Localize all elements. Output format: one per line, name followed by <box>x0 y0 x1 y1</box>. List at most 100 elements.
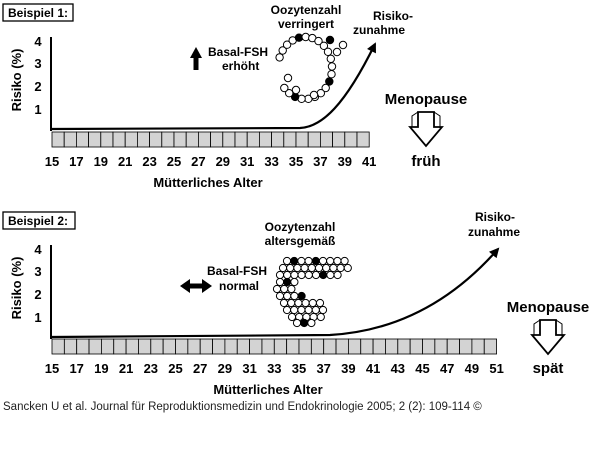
x-tick-label: 21 <box>119 361 133 376</box>
age-bar-cell <box>459 338 473 355</box>
panel-2-oocyte-cluster <box>272 256 352 328</box>
oocyte-filled <box>325 77 334 86</box>
oocyte <box>283 291 292 301</box>
panel-2-risk-label-line2: zunahme <box>468 225 520 239</box>
oocyte <box>297 270 306 280</box>
panel-1-label: Beispiel 1: <box>8 6 68 20</box>
age-bar-cell <box>101 338 115 355</box>
age-bar-cell <box>76 338 90 355</box>
age-bar-cell <box>397 338 411 355</box>
x-tick-label: 35 <box>292 361 306 376</box>
age-bar-cell <box>197 131 211 148</box>
panel-2-risk-label-line1: Risiko- <box>475 210 515 224</box>
panel-2-menopause-timing: spät <box>533 360 564 377</box>
oocyte <box>326 54 335 63</box>
panel-1-y-ticks: 4 3 2 1 <box>34 34 42 117</box>
panel-1-risk-curve <box>50 42 376 131</box>
age-bar-cell <box>356 131 370 148</box>
age-bar-cell <box>175 338 189 355</box>
age-bar-cell <box>88 131 102 148</box>
panel-1-menopause-timing: früh <box>411 153 440 170</box>
age-bar-cell <box>347 338 362 355</box>
age-bar-cell <box>210 131 224 148</box>
oocyte <box>275 270 285 280</box>
oocyte <box>316 312 325 322</box>
x-tick-label: 37 <box>313 154 327 169</box>
oocyte <box>311 270 321 280</box>
panel-2-oocyte-label-line1: Oozytenzahl <box>265 220 336 234</box>
panel-2-label-box <box>2 211 76 230</box>
oocyte <box>343 263 352 273</box>
oocyte <box>291 85 301 95</box>
x-tick-label: 51 <box>489 361 503 376</box>
age-bar-cell <box>246 131 260 148</box>
oocyte <box>307 318 316 328</box>
age-bar-cell <box>446 338 460 355</box>
oocyte <box>318 256 328 266</box>
x-tick-label: 33 <box>264 154 278 169</box>
oocyte-filled <box>325 35 335 45</box>
oocyte <box>340 256 349 266</box>
age-bar-cell <box>76 131 90 148</box>
x-tick-label: 39 <box>338 154 352 169</box>
age-bar-cell <box>286 338 300 355</box>
oocyte <box>332 47 342 57</box>
x-tick-label: 21 <box>118 154 132 169</box>
x-tick-label: 27 <box>193 361 207 376</box>
oocyte <box>282 40 292 49</box>
oocyte <box>309 90 319 100</box>
oocyte <box>290 277 299 287</box>
oocyte <box>304 256 313 266</box>
oocyte <box>311 305 320 315</box>
x-tick-label: 25 <box>167 154 181 169</box>
panel-1-fsh-up-arrow <box>190 47 202 70</box>
oocyte <box>327 70 336 79</box>
panel-2-fsh-double-arrow <box>180 279 212 293</box>
oocyte <box>336 263 345 273</box>
panel-1-fsh-label-line2: erhöht <box>222 59 259 73</box>
age-bar-cell <box>307 131 321 148</box>
panel-2-x-axis-label: Mütterliches Alter <box>213 382 322 397</box>
x-tick-label: 15 <box>45 361 59 376</box>
x-tick-label: 17 <box>69 154 83 169</box>
age-bar-cell <box>273 338 288 355</box>
age-bar-cell <box>422 338 436 355</box>
oocyte <box>283 73 293 83</box>
panel-1-oocyte-label-line1: Oozytenzahl <box>271 3 342 17</box>
age-bar-cell <box>236 338 251 355</box>
panel-1-oocyte-label-line2: verringert <box>278 17 334 31</box>
oocyte <box>280 284 289 294</box>
oocyte <box>283 270 292 280</box>
x-tick-label: 35 <box>289 154 303 169</box>
age-bar-cell <box>149 131 163 148</box>
oocyte <box>282 305 292 315</box>
panel-2-y-axis-label: Risiko (%) <box>9 257 24 320</box>
panel-2-risk-curve <box>50 247 500 339</box>
age-bar-cell <box>88 338 102 355</box>
x-tick-label: 37 <box>316 361 330 376</box>
age-bar-cell <box>51 131 65 148</box>
panel-2-fsh-label-line2: normal <box>219 279 259 293</box>
panel-2-menopause-arrow <box>530 319 566 356</box>
age-bar-cell <box>323 338 337 355</box>
oocyte <box>275 53 284 62</box>
age-bar-cell <box>185 131 199 148</box>
oocyte <box>272 284 282 294</box>
oocyte <box>290 305 299 315</box>
oocyte <box>278 263 288 273</box>
age-bar-cell <box>319 131 333 148</box>
oocyte <box>308 298 317 308</box>
age-bar-cell <box>113 338 127 355</box>
x-tick-label: 31 <box>240 154 254 169</box>
panel-1-y-tick-1: 1 <box>34 102 41 117</box>
panel-1-menopause-arrow <box>408 111 444 148</box>
age-bar-cell <box>224 338 238 355</box>
oocyte <box>333 270 342 280</box>
oocyte <box>292 318 302 328</box>
age-bar-cell <box>295 131 309 148</box>
x-tick-label: 29 <box>216 154 230 169</box>
age-bar-cell <box>212 338 226 355</box>
oocyte <box>300 263 309 273</box>
panel-1-label-box <box>2 3 74 22</box>
